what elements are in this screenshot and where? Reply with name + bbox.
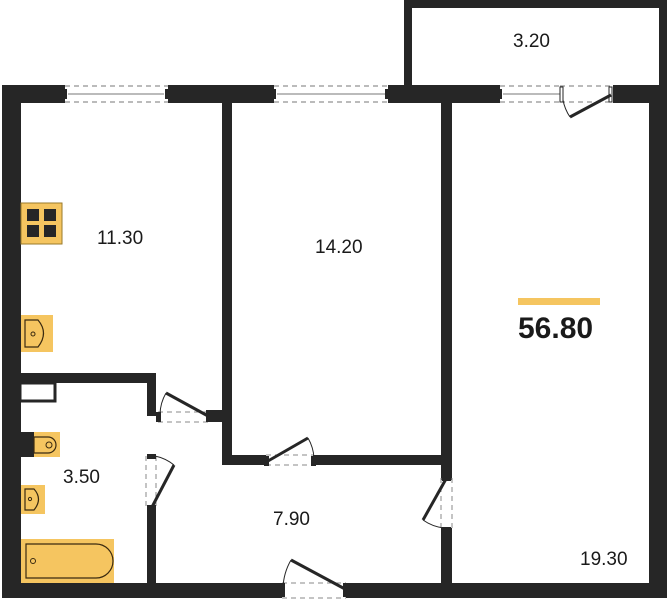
balcony-door[interactable] xyxy=(559,85,613,119)
bathroom-sink-icon xyxy=(21,485,45,514)
balcony-walls xyxy=(404,0,667,88)
bathroom-door[interactable] xyxy=(145,454,176,510)
hallway-area-label: 7.90 xyxy=(273,509,310,530)
exterior-walls xyxy=(2,85,667,598)
total-area-accent-bar xyxy=(518,298,600,305)
toilet-icon xyxy=(21,432,60,457)
living-room-door[interactable] xyxy=(421,476,453,532)
entrance-door[interactable] xyxy=(280,558,348,599)
interior-walls xyxy=(2,100,452,588)
kitchen-door[interactable] xyxy=(156,391,211,423)
bathtub-icon xyxy=(21,539,114,583)
bedroom-door[interactable] xyxy=(264,436,316,466)
living-room-area-label: 19.30 xyxy=(580,549,628,570)
kitchen-area-label: 11.30 xyxy=(97,228,144,249)
windows xyxy=(65,85,560,103)
kitchen-sink-icon xyxy=(21,315,53,352)
bedroom-area-label: 14.20 xyxy=(315,237,363,258)
window-frames xyxy=(63,89,502,99)
bathroom-area-label: 3.50 xyxy=(63,467,100,488)
stove-icon xyxy=(20,202,63,245)
balcony-area-label: 3.20 xyxy=(513,31,550,52)
total-area-label: 56.80 xyxy=(518,312,594,345)
